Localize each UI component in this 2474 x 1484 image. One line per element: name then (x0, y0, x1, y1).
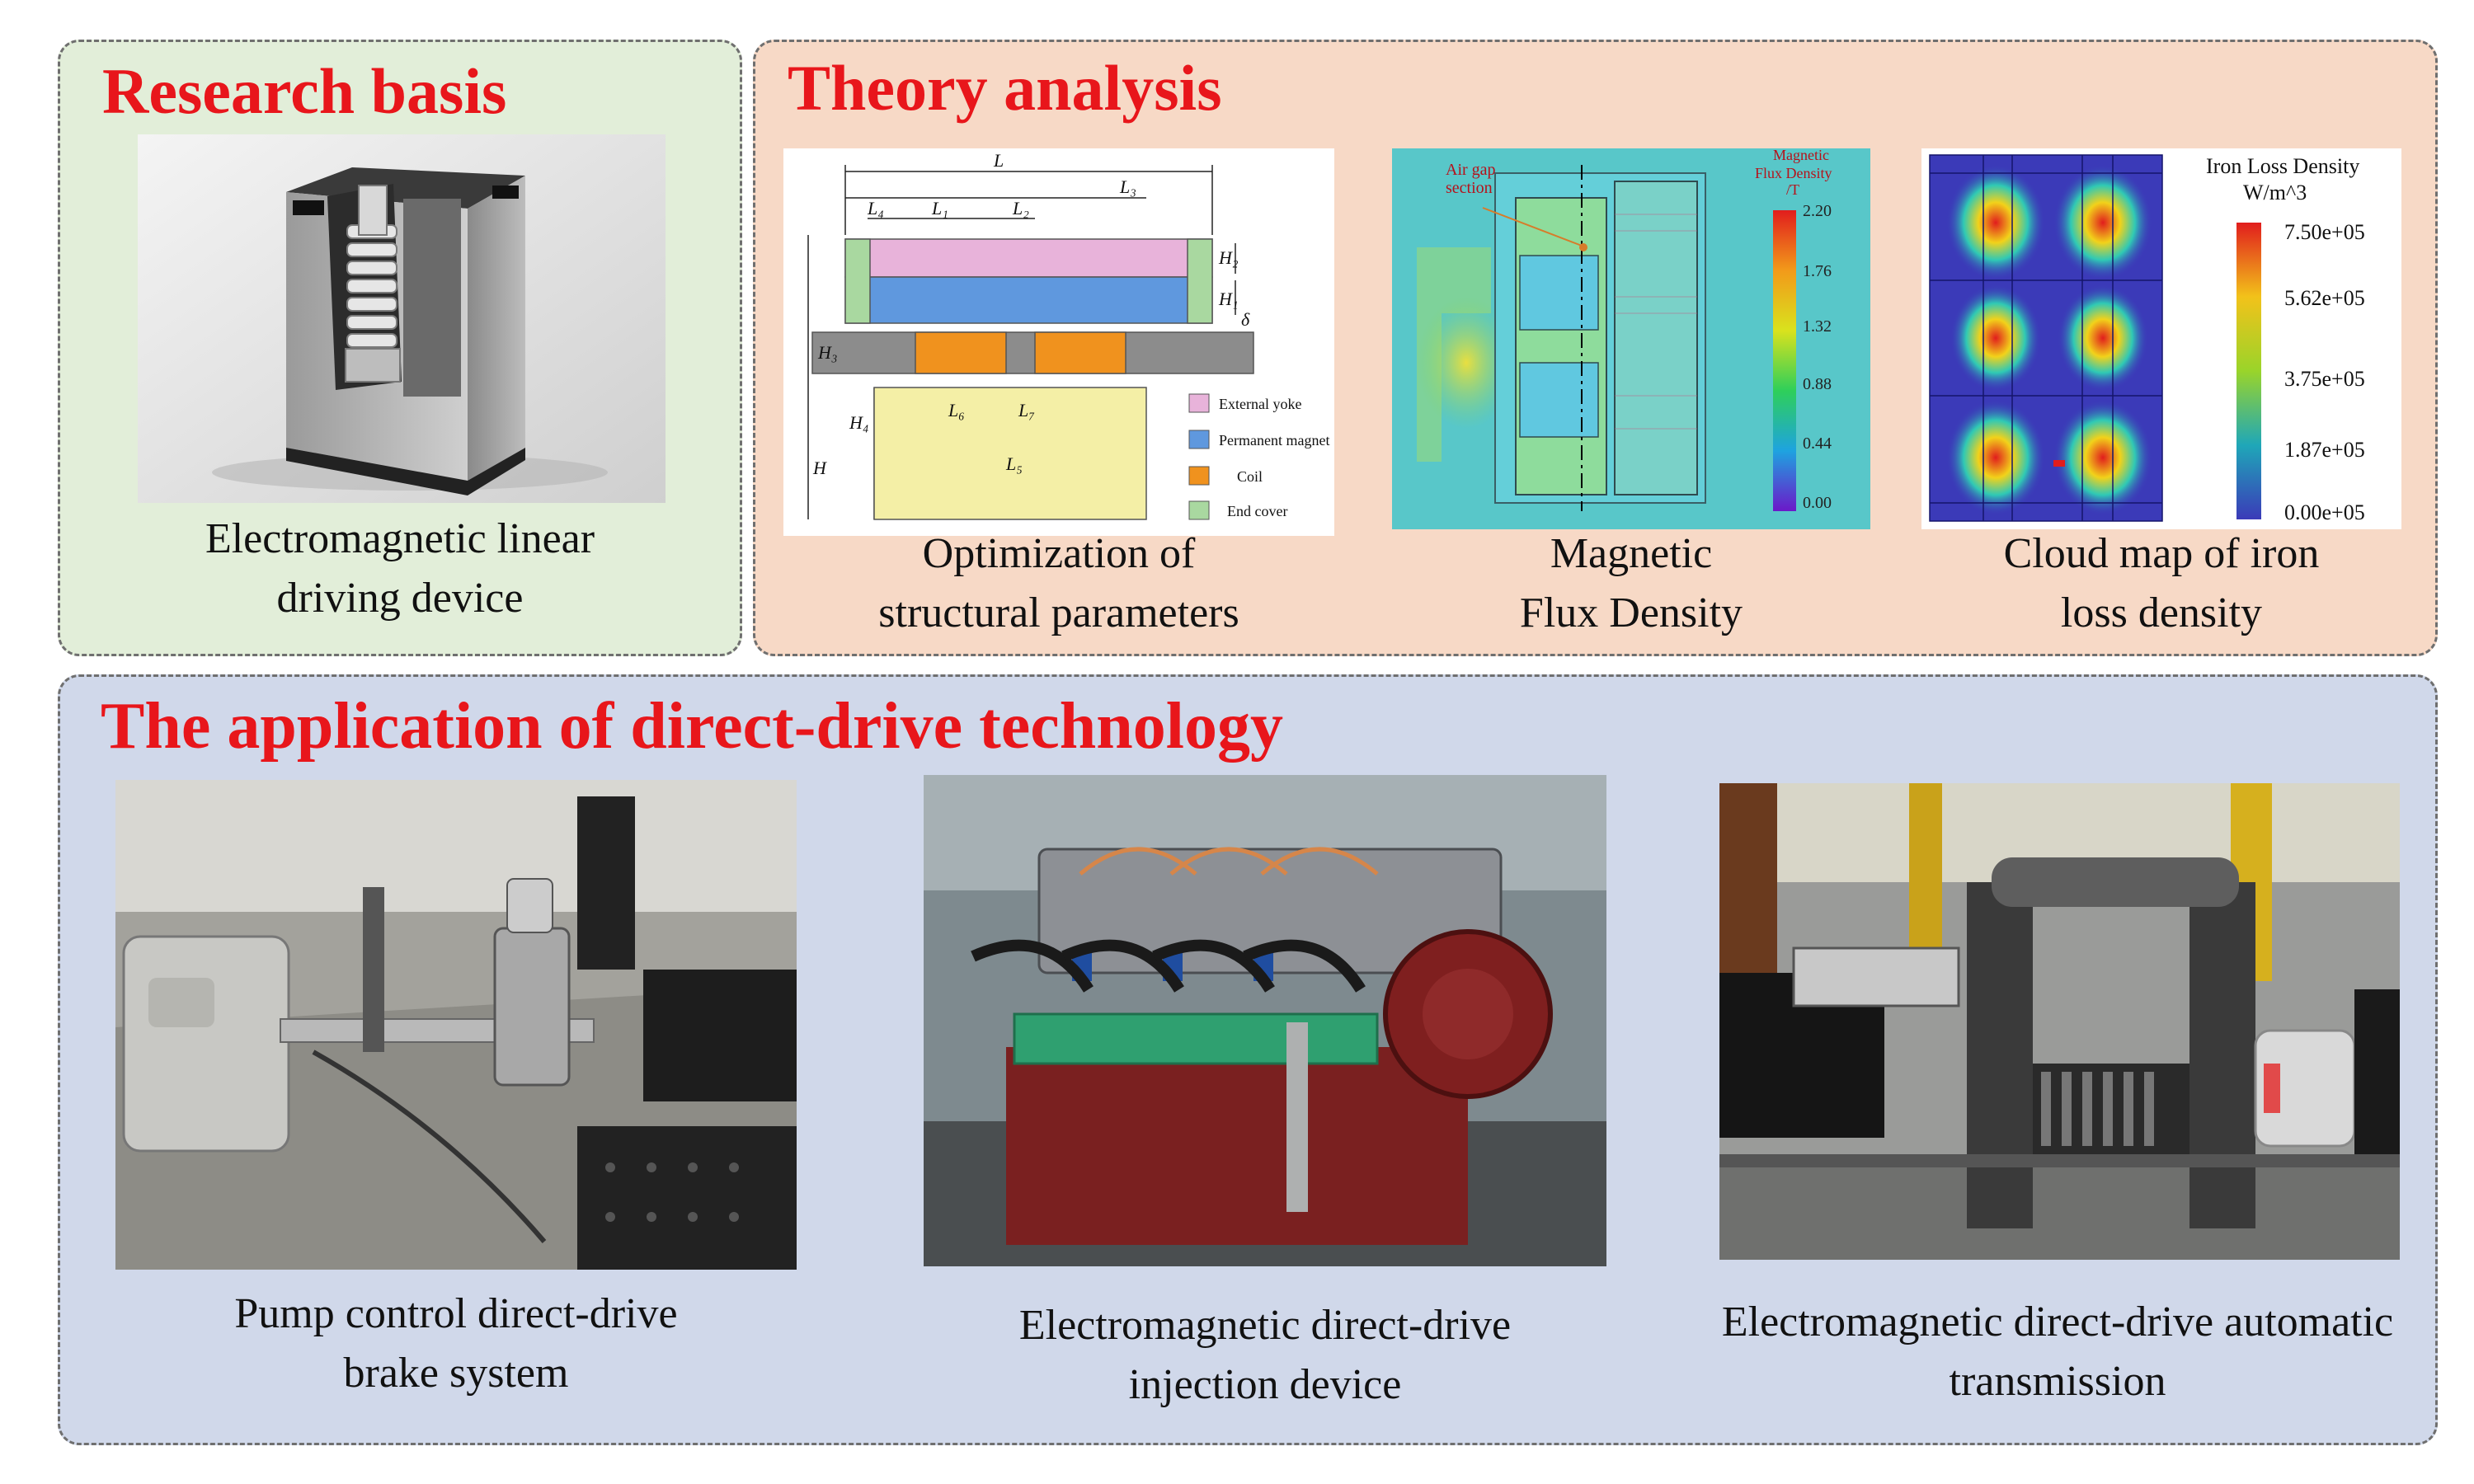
dim-H3: H₃ (817, 342, 838, 363)
iron-loss-colorbar-unit: W/m^3 (2243, 181, 2307, 204)
dim-L6: L₆ (948, 400, 965, 420)
brake-system-photo (115, 780, 797, 1270)
iron-loss-tick-4: 0.00e+05 (2284, 500, 2365, 524)
dim-H4: H₄ (849, 412, 869, 433)
dim-L5: L₅ (1005, 453, 1023, 474)
dim-L7: L₇ (1018, 400, 1035, 420)
dim-L4: L₄ (867, 198, 884, 218)
brake-caption: Pump control direct-drive brake system (234, 1290, 678, 1397)
injection-caption: Electromagnetic direct-drive injection d… (1018, 1302, 1512, 1408)
flux-tick-3: 0.88 (1803, 375, 1832, 393)
dim-L3-top: L₃ (1119, 176, 1136, 197)
legend-label-coil: Coil (1237, 468, 1263, 485)
flux-tick-0: 2.20 (1803, 202, 1832, 220)
iron-loss-caption: Cloud map of iron loss density (2003, 530, 2320, 636)
iron-loss-tick-1: 5.62e+05 (2284, 286, 2365, 310)
dim-L: L (993, 150, 1004, 171)
flux-colorbar-title-l2: Flux Density (1755, 165, 1832, 181)
legend-label-magnet: Permanent magnet (1219, 432, 1329, 448)
flux-tick-1: 1.76 (1803, 262, 1832, 280)
flux-colorbar-title-l1: Magnetic (1773, 148, 1829, 163)
flux-tick-5: 0.00 (1803, 494, 1832, 512)
iron-loss-tick-2: 3.75e+05 (2284, 367, 2365, 391)
iron-loss-density-map: Iron Loss Density W/m^3 7.50e+05 5.62e+0… (1921, 148, 2401, 529)
research-caption: Electromagnetic linear driving device (205, 515, 595, 622)
injection-device-photo (924, 775, 1606, 1266)
iron-loss-colorbar (2236, 223, 2261, 519)
legend-swatch-endcover (1188, 500, 1210, 520)
iron-loss-colorbar-title: Iron Loss Density (2206, 154, 2359, 178)
dim-H1: H₁ (1218, 289, 1239, 309)
dim-L1: L₁ (931, 198, 948, 218)
automatic-transmission-photo (1719, 783, 2400, 1260)
flux-tick-2: 1.32 (1803, 317, 1832, 336)
flux-colorbar (1773, 210, 1796, 511)
legend-label-endcover: End cover (1227, 503, 1287, 519)
dim-H: H (812, 458, 827, 478)
theory-analysis-title: Theory analysis (788, 52, 1222, 124)
dim-L2: L₂ (1012, 198, 1029, 218)
iron-loss-tick-3: 1.87e+05 (2284, 438, 2365, 462)
dim-delta: δ (1241, 309, 1250, 330)
structural-parameters-diagram: L L₃ L₄ L₁ L₂ H₂ H₁ δ H₃ H₄ H L₆ L₇ L₅ E… (783, 148, 1334, 536)
legend-swatch-magnet (1188, 430, 1210, 449)
legend-label-yoke: External yoke (1219, 396, 1301, 412)
air-gap-label-l2: section (1446, 179, 1493, 197)
flux-colorbar-unit: /T (1786, 181, 1799, 198)
legend-swatch-coil (1188, 466, 1210, 486)
flux-caption: Magnetic Flux Density (1519, 530, 1743, 636)
transmission-caption: Electromagnetic direct-drive automatic t… (1721, 1298, 2394, 1405)
linear-driving-device-image (138, 134, 666, 503)
air-gap-label-l1: Air gap (1446, 161, 1496, 179)
flux-density-map: Air gap section Magnetic Flux Density /T… (1392, 148, 1870, 529)
flux-tick-4: 0.44 (1803, 434, 1832, 453)
research-basis-title: Research basis (102, 55, 507, 127)
dim-H2: H₂ (1218, 247, 1239, 268)
iron-loss-tick-0: 7.50e+05 (2284, 220, 2365, 244)
structural-caption: Optimization of structural parameters (878, 530, 1239, 636)
application-title: The application of direct-drive technolo… (101, 690, 1283, 763)
legend-swatch-yoke (1188, 393, 1210, 413)
